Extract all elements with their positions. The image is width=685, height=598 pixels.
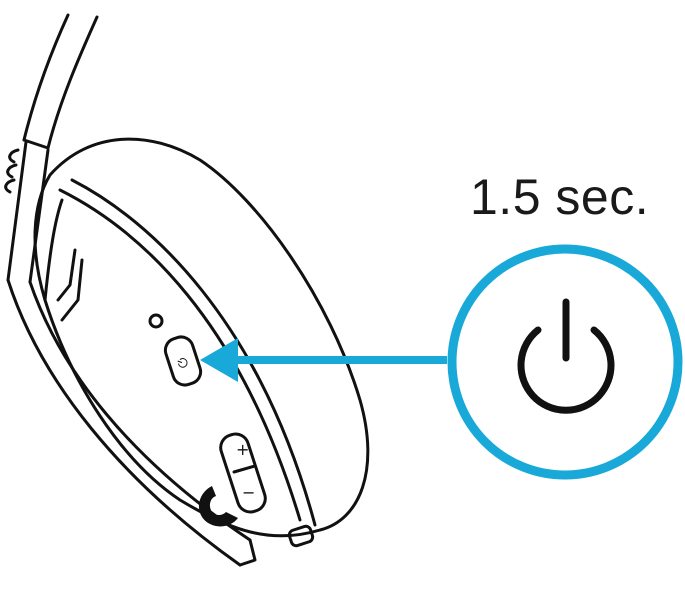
headband	[22, 13, 99, 150]
led-indicator	[148, 313, 164, 329]
callout-arrow	[200, 338, 447, 382]
ear-cup	[33, 137, 370, 538]
power-callout	[447, 244, 683, 480]
headset-controls	[148, 313, 315, 548]
hold-duration-label: 1.5 sec.	[470, 169, 650, 225]
headband-adjuster	[4, 148, 20, 194]
power-glyph: ⏻	[175, 356, 193, 371]
plus-glyph: +	[236, 440, 249, 459]
g-logo-icon	[198, 486, 238, 527]
volume-rocker	[219, 432, 267, 514]
mic-mute-button	[287, 524, 315, 548]
volume-divider	[232, 464, 257, 474]
power-icon	[517, 298, 615, 414]
callout-circle	[447, 244, 683, 480]
power-button	[163, 335, 203, 387]
minus-glyph: −	[242, 483, 255, 502]
